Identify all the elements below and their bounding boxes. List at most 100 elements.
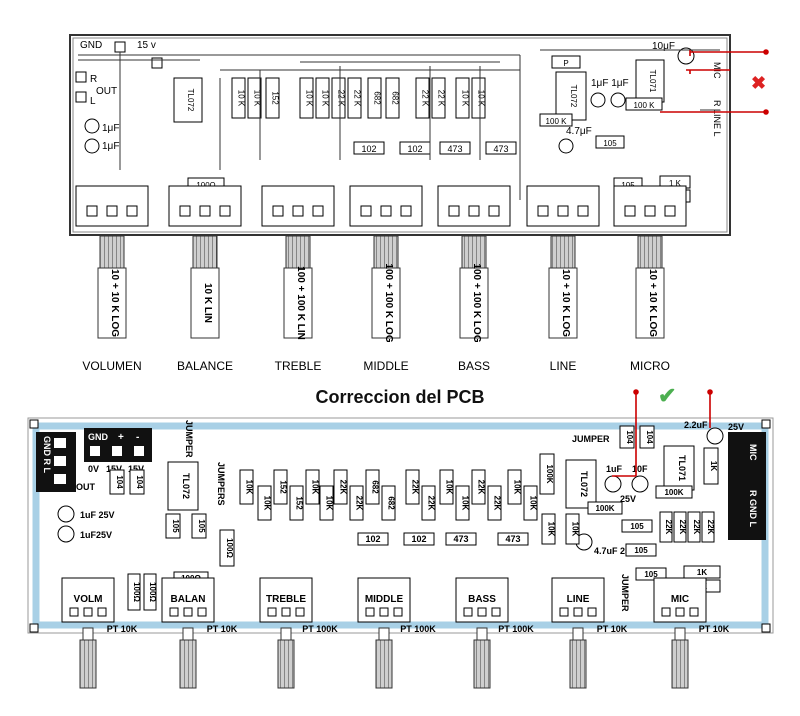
bottom-pot-label: LINE: [567, 594, 590, 605]
bottom-pot-pad: [559, 607, 569, 617]
svg-text:100K: 100K: [595, 504, 614, 513]
top-pot-label: BALANCE: [177, 359, 233, 373]
bottom-resistor: [273, 469, 288, 505]
top-out-label: OUT: [96, 86, 117, 97]
bottom-cap: [445, 532, 477, 546]
top-pot-footprints: [75, 185, 687, 227]
bottom-resistor: [421, 485, 436, 521]
top-cap-mic-label: 1μF 1μF: [591, 78, 629, 89]
bottom-jumper-label-2: JUMPER: [572, 434, 610, 444]
top-resistor-value: 10 K: [477, 90, 486, 107]
bottom-out-label: OUT: [76, 482, 96, 492]
top-caps-electrolytic: [84, 47, 695, 154]
svg-text:TL072: TL072: [569, 85, 578, 108]
bottom-pot-pad: [83, 607, 93, 617]
bottom-resistor-value: 10K: [461, 496, 470, 511]
bottom-cap-value: 102: [411, 534, 426, 544]
bottom-resistor-value: 100Ω: [132, 582, 141, 602]
top-pot-shaft: [371, 267, 401, 339]
top-rline-label: R LINE L: [712, 100, 722, 137]
bottom-resistor: [305, 469, 320, 505]
svg-text:100 K: 100 K: [546, 117, 568, 126]
bottom-resistor: [405, 469, 420, 505]
top-resistor-value: 10 K: [305, 90, 314, 107]
bottom-resistor: [487, 485, 502, 521]
top-resistor-value: 10 K: [321, 90, 330, 107]
bottom-pot-rating: PT 10K: [597, 624, 628, 634]
top-pot-value: 100 + 100 K LOG: [383, 263, 394, 342]
top-resistor: [385, 77, 400, 119]
bottom-power-connector: GND + -: [84, 428, 152, 462]
bottom-resistor: [471, 469, 486, 505]
bottom-resistor: [659, 511, 673, 543]
top-pot-pad: [488, 205, 500, 217]
bottom-pot-neck: [182, 627, 194, 641]
top-cap-value: 102: [361, 144, 376, 154]
bottom-cap-value: 473: [453, 534, 468, 544]
bottom-pot-pad: [675, 607, 685, 617]
svg-text:1K: 1K: [697, 568, 707, 577]
bottom-corner-pads: [29, 419, 771, 633]
svg-text:1uF25V: 1uF25V: [80, 530, 112, 540]
top-pot-label: MICRO: [630, 359, 670, 373]
bottom-pot-pad: [491, 607, 501, 617]
top-resistor-value: 22 K: [437, 90, 446, 107]
svg-text:2.2uF: 2.2uF: [684, 420, 708, 430]
top-pot-pad: [219, 205, 231, 217]
bottom-pot-pad: [661, 607, 671, 617]
bottom-resistor-value: 682: [387, 496, 396, 510]
top-pot-pad: [557, 205, 569, 217]
top-board-inner: [72, 37, 728, 233]
top-pot-pad: [292, 205, 304, 217]
top-pot-value: 10 + 10 K LOG: [647, 269, 658, 337]
bottom-red-wires: [612, 389, 713, 477]
top-resistor: [315, 77, 330, 119]
bottom-resistor-value: 10K: [571, 522, 580, 537]
top-red-wires: [660, 49, 769, 115]
bottom-resistor-value: 682: [371, 480, 380, 494]
bottom-pot-label: BALAN: [171, 594, 206, 605]
bottom-pot-knurl: [569, 639, 587, 689]
bottom-jumper-label: JUMPER: [184, 420, 194, 458]
bottom-pot-label: BASS: [468, 594, 496, 605]
bottom-resistor: [455, 485, 470, 521]
top-pot-pad: [86, 205, 98, 217]
bottom-pot-pad: [281, 607, 291, 617]
bottom-resistor: [701, 511, 715, 543]
top-r-label: R: [90, 74, 97, 85]
svg-text:105: 105: [171, 519, 180, 533]
top-resistor-value: 10 K: [237, 90, 246, 107]
top-pot-pad: [272, 205, 284, 217]
bottom-resistor-value: 22K: [706, 520, 715, 535]
top-pot-shaft: [548, 267, 578, 339]
top-pot-knurl: [192, 235, 218, 269]
top-resistor: [431, 77, 446, 119]
top-resistor: [247, 77, 262, 119]
top-pot-knurl: [637, 235, 663, 269]
top-resistor-value: 10 K: [461, 90, 470, 107]
top-resistor: [347, 77, 362, 119]
top-resistor: [265, 77, 280, 119]
bottom-resistor-value: 22K: [493, 496, 502, 511]
bottom-caps-electrolytic: [57, 427, 724, 551]
bottom-pot-pad: [295, 607, 305, 617]
bottom-pot-pad: [573, 607, 583, 617]
svg-text:15V: 15V: [106, 464, 122, 474]
svg-text:MIC: MIC: [748, 444, 758, 461]
bottom-ic-tl072b: TL072: [565, 459, 597, 509]
svg-text:105: 105: [603, 139, 617, 148]
bottom-pcb: GND R L OUT GND + - 0V 15V 15V JUMPER JU…: [27, 389, 774, 634]
top-pot-pad: [664, 205, 676, 217]
bottom-resistor-value: 10K: [529, 496, 538, 511]
top-ic-tl071: TL071: [635, 59, 665, 103]
top-cap2-label: 1μF: [102, 141, 119, 152]
bottom-pot-knurl: [375, 639, 393, 689]
bottom-pot-knurl: [671, 639, 689, 689]
bottom-cap: [357, 532, 389, 546]
bottom-resistor-value: 10K: [445, 480, 454, 495]
top-resistor: [299, 77, 314, 119]
top-cap1-label: 1μF: [102, 123, 119, 134]
